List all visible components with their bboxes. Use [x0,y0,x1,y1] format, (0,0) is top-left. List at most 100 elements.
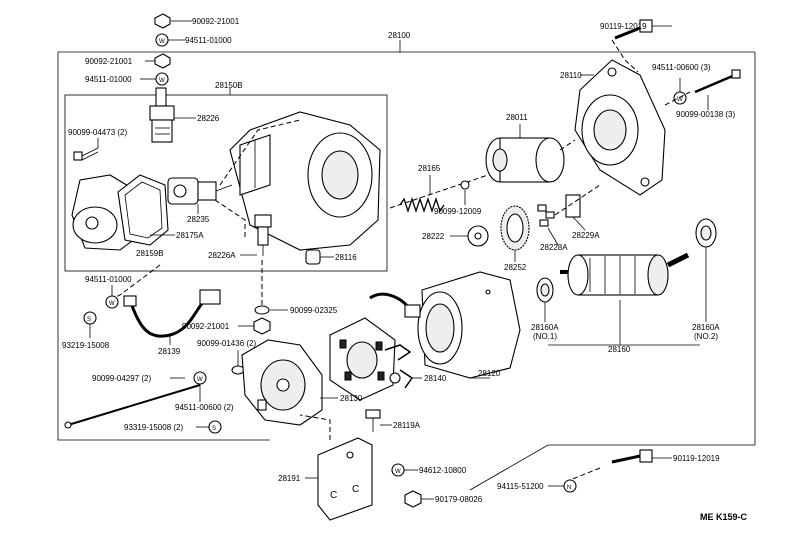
starter-clutch-icon [485,137,565,183]
roller-icon [537,204,555,227]
label-28100: 28100 [388,31,411,40]
svg-text:W: W [395,469,401,475]
label-28175a: 28175A [176,231,204,240]
svg-text:W: W [109,301,115,307]
label-90119-12019-b: 90119-12019 [673,454,720,463]
label-28116: 28116 [335,253,357,262]
label-28229a: 28229A [572,231,600,240]
label-28160a-2-no: (NO.2) [694,332,718,341]
svg-text:C: C [352,484,359,495]
bearing-no2-icon [695,218,717,248]
idler-gear-icon [500,205,530,251]
svg-text:W: W [677,97,683,103]
plunger-icon [167,177,233,205]
label-94115-51200: 94115-51200 [497,482,544,491]
label-28160a-2: 28160A [692,323,720,332]
label-90119-12019-top: 90119-12019 [600,22,647,31]
screw-01436-icon [231,365,245,375]
svg-text:W: W [197,377,203,383]
svg-text:S: S [212,426,216,432]
yoke-icon [369,271,521,379]
seal-ring-icon [305,249,321,265]
solenoid-subassembly-box [64,94,388,272]
armature-icon [560,252,690,296]
return-spring-icon [399,196,445,214]
nut-08026-icon [404,490,422,508]
solenoid-housing-icon [229,111,381,251]
label-28191: 28191 [278,474,301,483]
top-nut-icon [154,13,171,29]
bearing-no1-icon [536,277,554,303]
washer-10800-icon: W [391,463,405,477]
label-28160a-1-no: (NO.1) [533,332,557,341]
roller-retainer-icon [565,194,581,218]
label-28120: 28120 [478,369,501,378]
svg-text:S: S [87,317,91,323]
mid-nut-icon [154,53,171,69]
svg-text:W: W [159,39,165,45]
label-28159b: 28159B [136,249,164,258]
bolt-bottom-icon [611,449,653,464]
nut-51200-icon: N [563,479,577,493]
label-28110: 28110 [560,71,582,80]
label-28119a: 28119A [393,421,421,430]
diagram-code: ME K159-C [700,512,748,522]
label-90099-04297: 90099-04297 (2) [92,374,151,383]
label-28139: 28139 [158,347,181,356]
grommet-b-icon: S [208,420,222,434]
mid-washer-icon: W [155,72,169,86]
steel-ball-icon [460,180,470,190]
label-93219-15008: 93219-15008 [62,341,110,350]
label-28160a-1: 28160A [531,323,559,332]
idler-washer-icon [467,225,489,247]
label-93319-15008: 93319-15008 (2) [124,423,183,432]
label-94511-00600-3: 94511-00600 (3) [652,63,711,72]
label-94511-01000-b: 94511-01000 [85,75,132,84]
label-94612-10800: 94612-10800 [419,466,467,475]
end-frame-icon [241,339,323,426]
label-28228a: 28228A [540,243,568,252]
lower-nut-icon [253,317,271,335]
washer-02325-icon [254,305,270,315]
label-28160: 28160 [608,345,631,354]
label-90179-08026: 90179-08026 [435,495,483,504]
assembly-outline [57,40,756,491]
label-90092-21001-b: 90092-21001 [85,57,133,66]
rear-bracket-icon: C C [317,437,373,521]
label-94511-01000-top: 94511-01000 [185,36,232,45]
terminal-stud-icon [254,214,272,256]
label-28165: 28165 [418,164,441,173]
label-28235: 28235 [187,215,210,224]
label-28226a: 28226A [208,251,236,260]
label-94511-00600-2: 94511-00600 (2) [175,403,234,412]
washer-c-icon: W [105,295,119,309]
label-90092-21001-top: 90092-21001 [192,17,240,26]
grommet-icon: S [83,311,97,325]
label-90092-21001-c: 90092-21001 [182,322,230,331]
svg-text:N: N [567,485,571,491]
top-washer-icon: W [155,33,169,47]
label-28222: 28222 [422,232,445,241]
label-90099-01436: 90099-01436 (2) [197,339,256,348]
washer-00600-icon: W [193,371,207,385]
through-bolt-icon [64,384,201,429]
label-90099-04473: 90099-04473 (2) [68,128,127,137]
label-28150b: 28150B [215,81,243,90]
bolt-00138-icon [694,69,741,94]
terminal-bolt-icon [149,87,175,143]
label-94511-01000-c: 94511-01000 [85,275,132,284]
gasket-icon [117,174,169,246]
part-labels: 28100 28150B 90092-21001 94511-01000 900… [62,17,735,504]
brush-holder-icon [329,317,396,401]
label-28226: 28226 [197,114,220,123]
label-28140: 28140 [424,374,447,383]
label-90099-12009: 90099-12009 [434,207,482,216]
small-bolt-icon [73,147,99,161]
svg-text:W: W [159,78,165,84]
label-28252: 28252 [504,263,527,272]
label-90099-00138: 90099-00138 (3) [676,110,735,119]
label-28130: 28130 [340,394,363,403]
drive-housing-icon [574,59,666,196]
label-90099-02325: 90099-02325 [290,306,338,315]
